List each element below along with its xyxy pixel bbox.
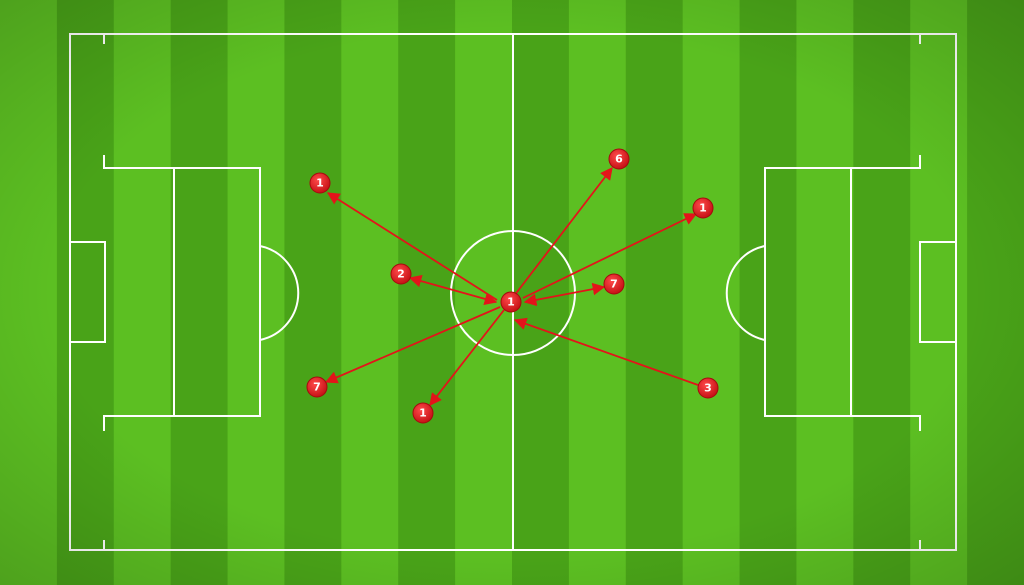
player-number: 7: [610, 278, 618, 291]
pass-arrow-3: [324, 306, 501, 384]
player-marker: 7: [306, 376, 328, 398]
pass-arrow-5: [513, 166, 613, 297]
player-marker: 1: [692, 197, 714, 219]
hub-player-marker: 1: [500, 291, 522, 313]
player-marker: 2: [390, 263, 412, 285]
player-number: 1: [419, 407, 427, 420]
player-number: 2: [397, 268, 405, 281]
player-number: 7: [313, 381, 321, 394]
pass-arrow-2: [408, 274, 498, 306]
pass-arrow-4: [429, 309, 505, 406]
player-marker: 6: [608, 148, 630, 170]
player-marker: 7: [603, 273, 625, 295]
player-number: 1: [316, 177, 324, 190]
player-marker: 1: [412, 402, 434, 424]
player-number: 6: [615, 153, 623, 166]
player-marker: 3: [697, 377, 719, 399]
pass-arrow-8: [513, 317, 699, 386]
hub-player-number: 1: [507, 296, 515, 309]
player-markers: 1 2 7 1 6 1 7: [306, 148, 719, 424]
pass-arrows: [324, 166, 699, 406]
player-number: 3: [704, 382, 712, 395]
player-number: 1: [699, 202, 707, 215]
pass-arrow-7: [523, 282, 606, 307]
player-marker: 1: [309, 172, 331, 194]
